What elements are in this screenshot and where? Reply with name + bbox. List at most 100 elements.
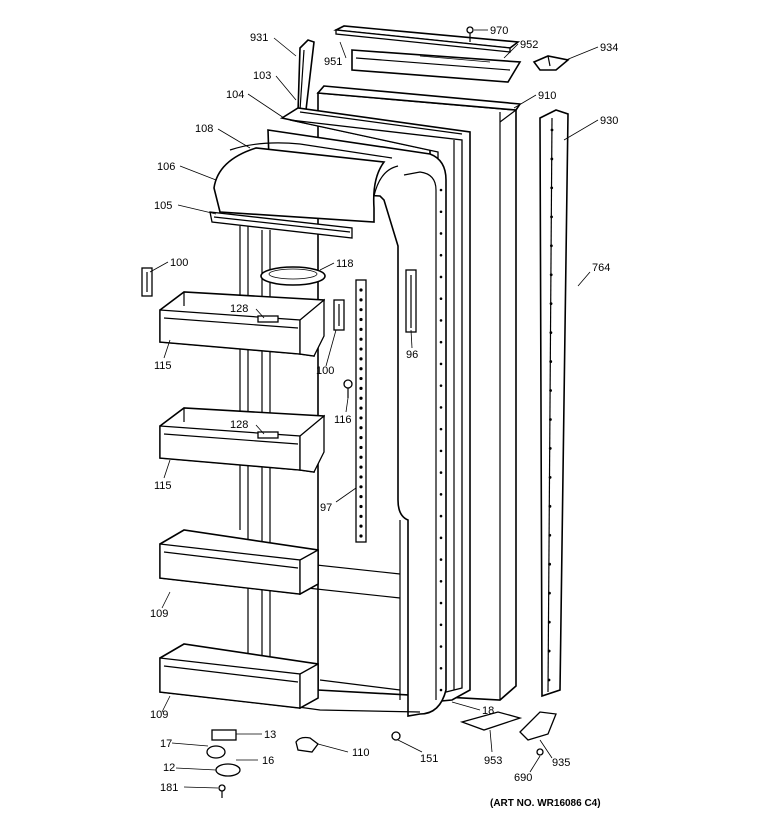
liner-hole [439,319,443,322]
rail-hole [359,337,363,341]
rail-hole [359,504,363,509]
liner-hole [439,645,443,648]
screw-970 [466,26,474,42]
rail-hole [359,495,363,499]
callout-18: 18 [482,705,494,717]
bin-clip-right [333,299,345,331]
rail-hole [359,298,363,302]
callout-970: 970 [490,25,508,37]
liner-hole [439,536,443,540]
rail-hole [359,396,363,400]
strip-hole [550,186,554,190]
bin-clip-left [141,267,153,297]
callout-181: 181 [160,782,178,794]
strip-hole [550,215,553,219]
art-number: (ART NO. WR16086 C4) [490,798,601,809]
pin-116 [343,379,353,398]
callout-118: 118 [336,258,354,270]
rail-hole [359,317,363,322]
strip-hole [548,504,552,508]
callout-952: 952 [520,39,538,51]
callout-931: 931 [250,32,268,44]
liner-hole [439,601,443,605]
callout-108: 108 [195,123,213,135]
liner-hole [439,362,443,366]
strip-hole [550,157,554,161]
strip-hole [550,128,554,132]
liner-hole [439,427,443,431]
callout-17: 17 [160,738,172,750]
rail-hole [359,524,363,528]
rail-hole [359,514,363,518]
top-trim-channel [351,49,522,83]
callout-935: 935 [552,757,570,769]
liner-hole [439,580,443,583]
callout-109-upper: 109 [150,608,168,620]
clip-96 [405,269,417,333]
door-bin-upper [159,291,325,357]
door-bin-middle [159,407,325,473]
callout-128-lower: 128 [230,419,248,431]
rail-hole [359,465,363,469]
callout-690: 690 [514,772,532,784]
strip-hole [549,302,553,306]
strip-hole [548,562,552,566]
liner-hole [439,449,443,453]
liner-hole [439,297,443,300]
liner-hole [439,253,443,257]
rail-hole [359,327,363,331]
trim-strip-931 [297,39,315,114]
liner-hole [439,558,443,561]
callout-labels: 931 951 970 952 934 103 910 104 930 108 … [150,25,618,794]
rail-hole [359,534,363,538]
liner-hole [439,188,443,192]
callout-934: 934 [600,42,618,54]
liner-hole [439,666,443,670]
liner-hole [439,210,443,214]
liner-hole [439,275,443,279]
liner-hole [439,340,443,344]
liner-hole [439,232,443,235]
rail-hole [359,347,363,351]
liner-hole [439,471,443,474]
rail-hole [359,445,363,450]
shelf-rail [355,279,367,543]
strip-hole [549,244,553,248]
callout-128-upper: 128 [230,303,248,315]
callout-96: 96 [406,349,418,361]
callout-105: 105 [154,200,172,212]
door-bin-lower [159,529,319,596]
rail-hole [359,386,363,390]
callout-103: 103 [253,70,271,82]
strip-hole [549,418,552,421]
hinge-cover-bracket [532,55,570,71]
side-trim-strip [539,109,569,698]
rail-hole [359,455,363,459]
callout-953: 953 [484,755,502,767]
rail-hole [359,485,363,489]
strip-hole [549,360,553,363]
rail-hole [359,367,363,371]
door-bin-bottom [159,643,319,710]
callout-115-upper: 115 [154,360,172,372]
strip-hole [548,447,552,450]
egg-tray [260,266,326,286]
rail-hole [359,436,363,440]
callout-110: 110 [352,747,370,759]
dairy-compartment [209,142,399,239]
callout-764: 764 [592,262,610,274]
strip-hole [547,649,551,653]
strip-hole [547,620,551,624]
callout-97: 97 [320,502,332,514]
callout-13: 13 [264,729,276,741]
leader-lines [149,29,599,789]
callout-106: 106 [157,161,175,173]
rail-hole [359,357,363,361]
liner-hole [439,623,443,627]
callout-100-left: 100 [170,257,188,269]
rail-hole [359,376,363,381]
rail-hole [359,406,363,410]
liner-hole [439,384,443,387]
